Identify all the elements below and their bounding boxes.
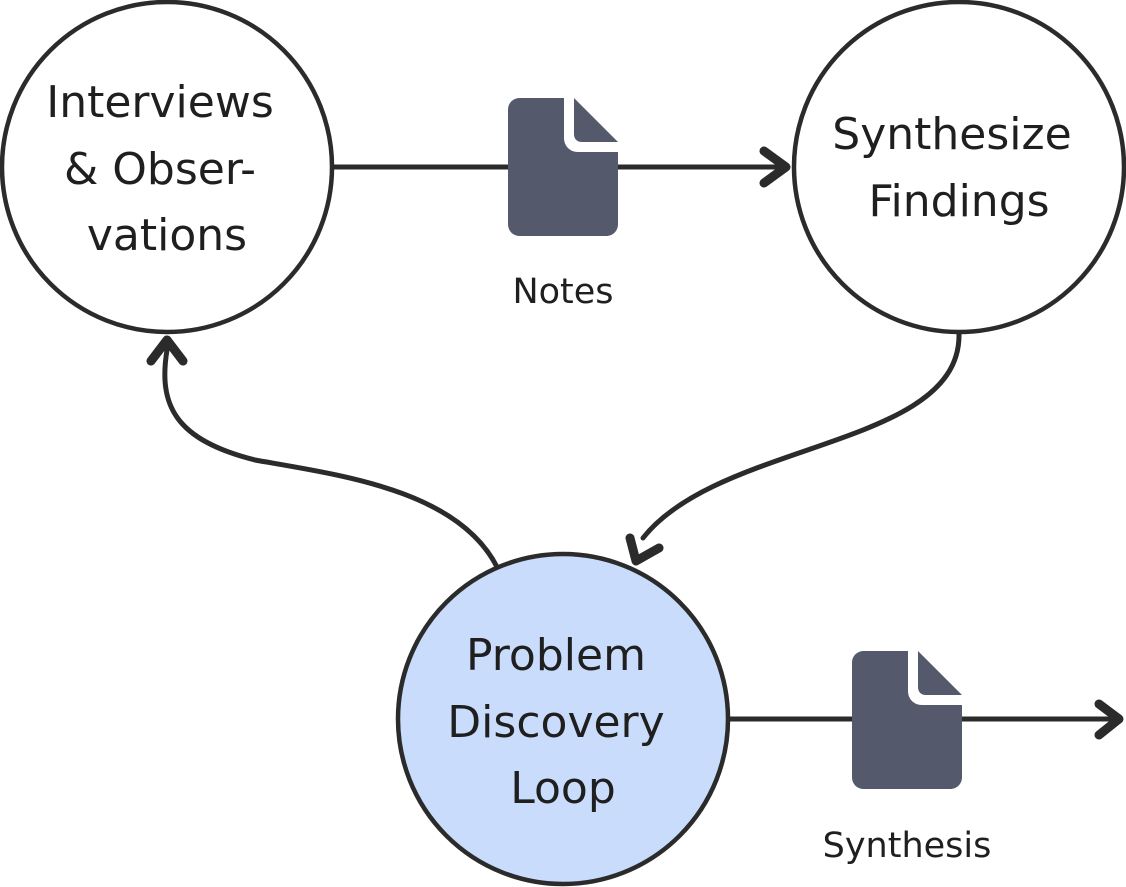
node-interviews-line-3: vations xyxy=(87,210,247,261)
node-synthesize-line-1: Synthesize xyxy=(832,109,1071,160)
svg-text:Interviews & Obser-: Interviews & Obser- vations xyxy=(46,77,288,261)
edge-problem-to-interviews xyxy=(162,347,500,570)
node-problem-circle xyxy=(395,551,731,887)
node-synthesize-line-2: Findings xyxy=(868,176,1049,227)
node-interviews-line-1: Interviews xyxy=(46,77,274,128)
node-interviews-circle xyxy=(0,0,335,335)
svg-text:Problem Discovery: Problem Discovery Loop xyxy=(447,630,678,814)
arrowheads xyxy=(146,146,1124,740)
svg-text:Synthesize Findings: Synthesize Findings xyxy=(832,109,1085,227)
node-interviews-line-2: & Obser- xyxy=(64,144,256,195)
document-synthesis-label: Synthesis xyxy=(823,826,992,866)
node-interviews[interactable]: Interviews & Obser- vations xyxy=(0,0,335,335)
node-problem-line-3: Loop xyxy=(510,763,616,814)
node-problem[interactable]: Problem Discovery Loop xyxy=(395,551,731,887)
node-synthesize[interactable]: Synthesize Findings xyxy=(791,0,1126,335)
arrowhead-output xyxy=(1094,699,1124,740)
document-notes[interactable]: Notes xyxy=(508,98,618,312)
document-icon xyxy=(852,651,962,789)
document-icon xyxy=(508,98,618,236)
arrowhead-synthesize xyxy=(759,146,791,188)
node-problem-line-2: Discovery xyxy=(447,697,664,748)
document-synthesis[interactable]: Synthesis xyxy=(823,651,992,866)
node-problem-line-1: Problem xyxy=(466,630,646,681)
arrowhead-interviews xyxy=(146,335,188,366)
arrowhead-problem xyxy=(625,533,664,566)
node-synthesize-circle xyxy=(791,0,1126,335)
document-notes-label: Notes xyxy=(512,272,613,312)
edge-synthesize-to-problem xyxy=(640,330,962,541)
